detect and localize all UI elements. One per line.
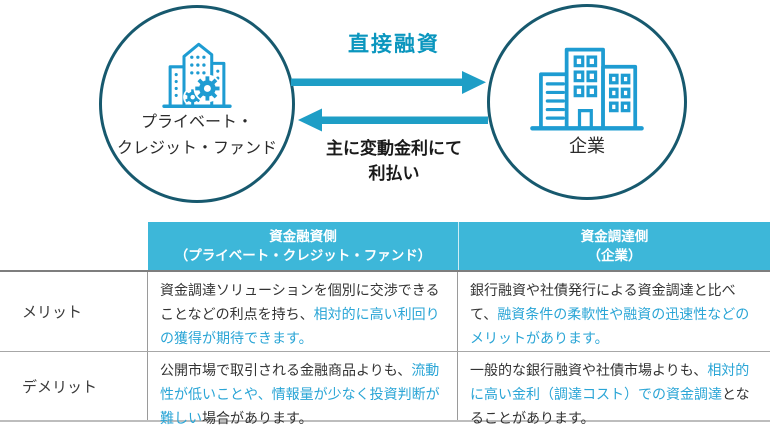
text-segment: となることがあります。 bbox=[470, 386, 750, 426]
table-row-demerit: デメリット 公開市場で取引される金融商品よりも、流動性が低いことや、情報量が少な… bbox=[0, 352, 770, 426]
row-label-demerit: デメリット bbox=[0, 352, 148, 420]
interest-payment-arrow-left bbox=[298, 108, 488, 132]
header-borrower-line1: 資金調達側 bbox=[580, 229, 649, 244]
demerit-borrower-cell: 一般的な銀行融資や社債市場よりも、相対的に高い金利（調達コスト）での資金調達とな… bbox=[458, 352, 770, 426]
merit-lender-cell: 資金調達ソリューションを個別に交渉できることなどの利点を持ち、相対的に高い利回り… bbox=[148, 272, 458, 351]
building-gear-icon bbox=[102, 30, 292, 114]
header-lender-line2: （プライベート・クレジット・ファンド） bbox=[174, 248, 432, 263]
text-segment: 場合があります。 bbox=[202, 410, 313, 426]
table-row-merit: メリット 資金調達ソリューションを個別に交渉できることなどの利点を持ち、相対的に… bbox=[0, 272, 770, 352]
highlight-text-segment: 相対的に高い利回りの獲得が期待できます。 bbox=[160, 306, 440, 346]
office-buildings-icon bbox=[490, 41, 684, 131]
direct-lending-arrow-right bbox=[291, 71, 486, 94]
flow-arrows bbox=[291, 71, 488, 132]
row-label-merit: メリット bbox=[0, 272, 148, 351]
header-borrower-line2: （企業） bbox=[587, 248, 642, 263]
table-header-row: 資金融資側 （プライベート・クレジット・ファンド） 資金調達側 （企業） bbox=[148, 222, 770, 270]
table-header-borrower: 資金調達側 （企業） bbox=[458, 222, 770, 270]
left-node-label-line2: クレジット・ファンド bbox=[116, 140, 277, 157]
interest-payment-label-line1: 主に変動金利にて bbox=[326, 139, 462, 158]
text-segment: 資金調達ソリューションを個別に交渉できることなどの利点を持ち、 bbox=[160, 282, 440, 322]
left-node-label-line1: プライベート・ bbox=[140, 114, 253, 131]
text-segment: 銀行融資や社債発行による資金調達と比べて、 bbox=[470, 282, 736, 322]
interest-payment-label: 主に変動金利にて 利払い bbox=[288, 136, 500, 186]
private-credit-fund-node: プライベート・ クレジット・ファンド bbox=[99, 5, 295, 203]
highlight-text-segment: 相対的に高い金利（調達コスト）での資金調達 bbox=[470, 362, 750, 402]
highlight-text-segment: 流動性が低いことや、情報量が少なく投資判断が難しい bbox=[160, 362, 440, 426]
text-segment: 一般的な銀行融資や社債市場よりも、 bbox=[470, 362, 708, 378]
header-lender-line1: 資金融資側 bbox=[269, 229, 337, 244]
text-segment: 公開市場で取引される金融商品よりも、 bbox=[160, 362, 412, 378]
interest-payment-label-line2: 利払い bbox=[368, 164, 420, 183]
company-node: 企業 bbox=[487, 4, 687, 200]
table-header-lender: 資金融資側 （プライベート・クレジット・ファンド） bbox=[148, 222, 458, 270]
highlight-text-segment: 融資条件の柔軟性や融資の迅速性などのメリットがあります。 bbox=[470, 306, 750, 346]
demerit-lender-cell: 公開市場で取引される金融商品よりも、流動性が低いことや、情報量が少なく投資判断が… bbox=[148, 352, 458, 426]
merit-borrower-cell: 銀行融資や社債発行による資金調達と比べて、融資条件の柔軟性や融資の迅速性などのメ… bbox=[458, 272, 770, 351]
right-node-label: 企業 bbox=[569, 136, 605, 156]
comparison-table-body: メリット 資金調達ソリューションを個別に交渉できることなどの利点を持ち、相対的に… bbox=[0, 270, 770, 426]
left-node-label: プライベート・ クレジット・ファンド bbox=[102, 110, 292, 162]
direct-lending-label: 直接融資 bbox=[348, 33, 440, 56]
